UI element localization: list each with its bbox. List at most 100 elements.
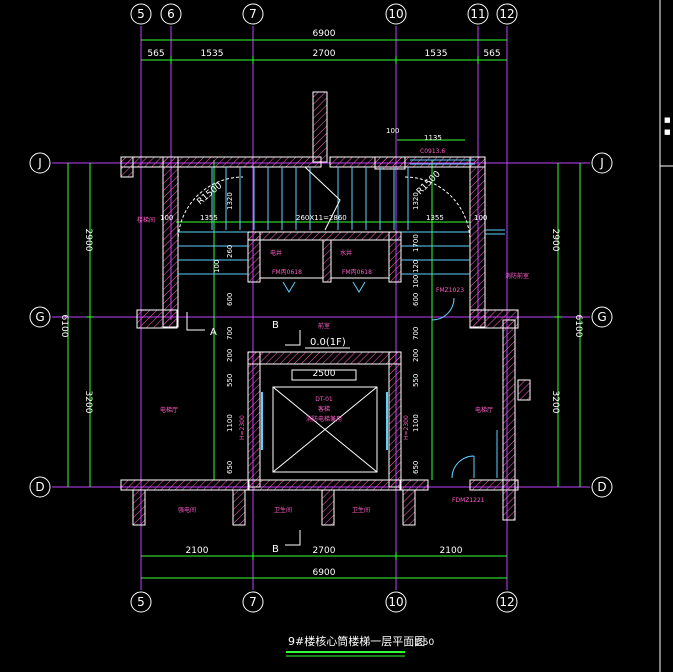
section-label: B [272,320,279,331]
stair-treads [178,159,505,275]
dim-text: 6900 [313,29,336,39]
dim-text: 2900 [83,229,93,252]
dim-text: 1100 [412,414,420,432]
door-fmz [431,297,455,321]
elevator-shaft [259,363,390,481]
elevator-label: 消防电梯兼用 [306,415,342,423]
dim-text: 2500 [313,369,336,379]
room-label: 楼梯间 [137,216,155,224]
door-label: FM丙0618 [272,269,302,276]
room-label: 卫生间 [274,506,292,514]
dim-text: 650 [226,461,234,474]
dim-text: 260 [226,245,234,258]
dim-text: 100 [386,127,399,135]
dim-text: 650 [412,461,420,474]
door-label: FMZ1023 [436,287,464,294]
room-label: 卫生间 [352,506,370,514]
axis-bubbles-bottom: 5 7 10 12 [130,591,518,613]
section-label: B [272,544,279,555]
elev-label: H=2300 [239,415,246,440]
arc-label: R1500 [196,181,225,208]
dim-text: 600 [412,293,420,306]
dim-text: 1320 [412,192,420,210]
dim-text: 120 [412,260,420,273]
dim-text: 260X11=2860 [296,214,347,222]
arc-r1500-right [404,176,471,243]
door-label: FM丙0618 [342,269,372,276]
room-label: 消防前室 [505,272,529,280]
dim-text: 565 [147,49,164,59]
elevator-label: DT-01 [315,396,333,403]
dim-text: 1535 [425,49,448,59]
level-label: 0.0(1F) [310,337,346,348]
drawing-title: 9#楼核心筒楼梯一层平面图 [288,634,425,648]
dim-text: 6900 [313,568,336,578]
door-fdm [451,455,475,479]
dim-text: 3200 [83,391,93,414]
edge-mark: ■ [664,128,671,136]
section-label: A [210,327,217,338]
dim-text: 1320 [226,192,234,210]
axis-label: G [35,310,44,324]
axis-label: 10 [388,595,403,609]
axis-label: D [35,480,44,494]
axis-label: J [599,156,604,170]
axis-label: D [597,480,606,494]
dim-text: 3200 [550,391,560,414]
dim-text: 550 [412,374,420,387]
shafts [259,239,390,279]
axis-label: J [37,156,42,170]
dim-text: 2100 [440,546,463,556]
room-label: 电梯厅 [160,406,178,414]
elev-label: H=2300 [403,415,410,440]
window-label: C0913.6 [420,148,445,155]
dim-text: 2100 [186,546,209,556]
dim-text: 1355 [200,214,218,222]
axis-label: 5 [137,595,145,609]
dim-text: 700 [412,327,420,340]
dim-text: 200 [412,349,420,362]
dim-text: 1700 [412,234,420,252]
dim-text: 200 [226,349,234,362]
drawing-scale: 1:50 [414,638,434,648]
dim-text: 100 [160,214,173,222]
axis-label: 10 [388,7,403,21]
room-label: 前室 [318,322,330,330]
dim-text: 550 [226,374,234,387]
elevator-cross [272,386,378,473]
dim-text: 6100 [573,315,583,338]
dim-text: 2700 [313,546,336,556]
room-label: 电井 [270,249,282,257]
axis-label: 6 [167,7,175,21]
axis-label: 12 [499,595,514,609]
axis-label: 7 [249,595,257,609]
stair-arrow [304,166,341,231]
dim-text: 100 [213,260,221,273]
dim-text: 700 [226,327,234,340]
shaft-doors [282,281,366,293]
dim-text: 6100 [59,315,69,338]
room-label: 电梯厅 [475,406,493,414]
dim-text: 565 [483,49,500,59]
room-label: 强电间 [178,506,196,514]
dim-text: 2700 [313,49,336,59]
dim-text: 1135 [424,134,442,142]
walls [120,91,531,526]
arc-r1500-left [177,176,244,243]
axis-label: 7 [249,7,257,21]
dim-text: 600 [226,293,234,306]
axis-label: 5 [137,7,145,21]
axis-label: 11 [470,7,485,21]
elevator-label: 客梯 [318,405,330,413]
dim-text: 1355 [426,214,444,222]
dim-text: 2900 [550,229,560,252]
axis-label: 12 [499,7,514,21]
elevator-counterweight [291,369,357,381]
dim-text: 1100 [226,414,234,432]
dim-text: 100 [412,275,420,288]
axis-bubbles-rows: J G D J G D [29,152,613,498]
dim-text: 100 [474,214,487,222]
axis-bubbles-top: 5 6 7 10 11 12 [130,3,518,25]
room-label: 水井 [340,249,352,257]
